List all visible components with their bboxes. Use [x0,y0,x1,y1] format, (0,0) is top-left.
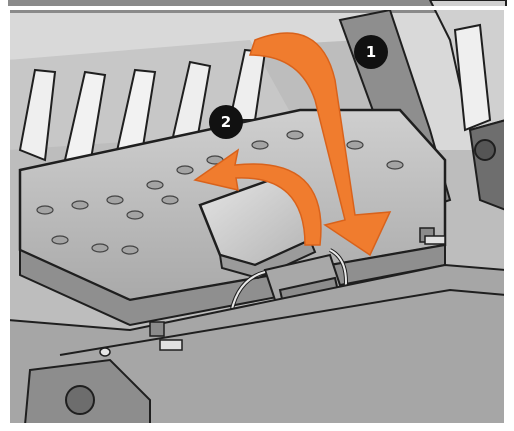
step-badge-1: 1 [354,35,388,69]
step-number-1: 1 [366,43,376,61]
step-badge-2: 2 [209,105,243,139]
step-number-2: 2 [221,113,231,131]
